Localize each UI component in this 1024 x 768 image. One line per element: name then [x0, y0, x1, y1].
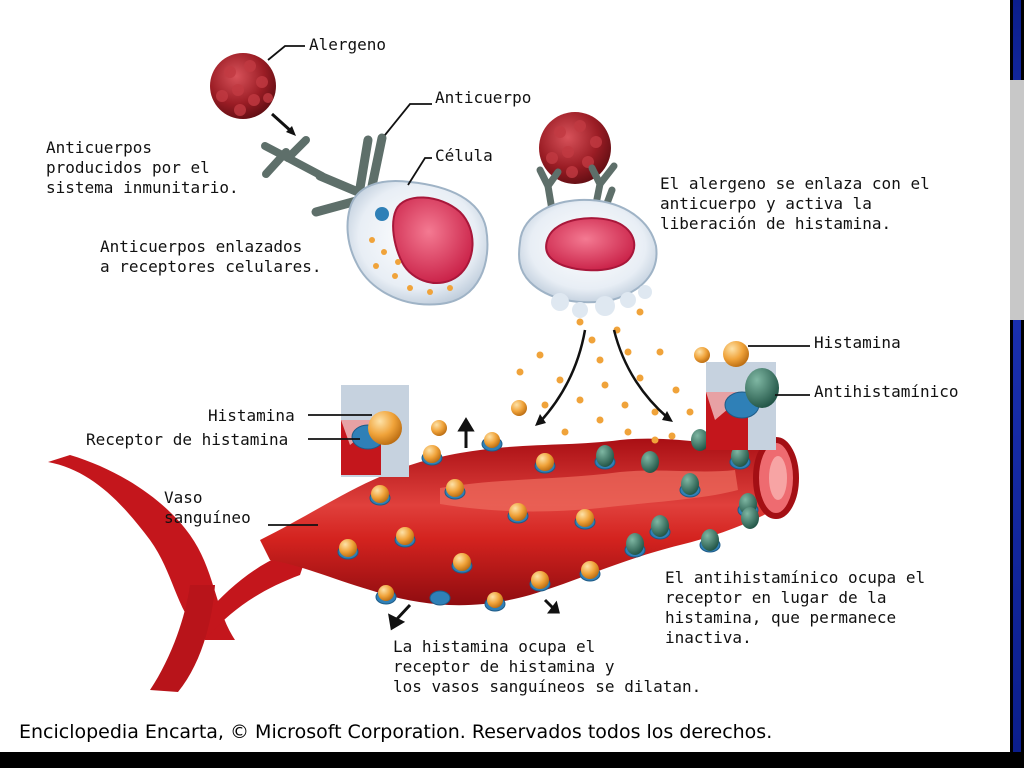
cell-left [346, 180, 489, 306]
histamine-bound [339, 432, 599, 608]
allergen-top [210, 53, 276, 119]
label-histamina-ocupa: La histamina ocupa el receptor de histam… [393, 637, 702, 696]
free-histamine-large [431, 347, 710, 436]
blood-vessel [48, 437, 799, 692]
label-alergeno-enlaza: El alergeno se enlaza con el anticuerpo … [660, 174, 930, 233]
leader-lines [267, 45, 810, 526]
cell-right [518, 198, 658, 318]
label-alergeno: Alergeno [309, 35, 387, 54]
label-anticuerpos-enlazados: Anticuerpos enlazados a receptores celul… [100, 237, 322, 276]
label-anticuerpo: Anticuerpo [435, 88, 532, 107]
label-celula: Célula [435, 146, 493, 165]
window-edge-accent [1013, 0, 1021, 752]
release-arrows [539, 329, 669, 423]
allergy-histamine-diagram [48, 45, 810, 692]
label-antihistaminico: Antihistamínico [814, 382, 959, 401]
label-histamina-right: Histamina [814, 333, 901, 352]
dilation-arrows [388, 417, 560, 631]
label-vaso-sanguineo: Vaso sanguíneo [164, 488, 251, 527]
receptor-inset-right [706, 341, 779, 450]
label-receptor-histamina: Receptor de histamina [86, 430, 289, 449]
label-histamina-left: Histamina [208, 406, 295, 425]
receptor-inset-left [341, 385, 409, 477]
diagram-canvas: Alergeno Anticuerpo Célula Anticuerpos p… [0, 0, 1010, 752]
arrow-allergen-down [270, 112, 294, 134]
antihistamine-bound [596, 429, 759, 555]
label-anticuerpos-producidos: Anticuerpos producidos por el sistema in… [46, 138, 239, 197]
antibody-free [261, 136, 326, 180]
antibodies-bound [536, 162, 618, 214]
scrollbar-thumb[interactable] [1010, 80, 1024, 320]
allergen-on-cell [539, 112, 611, 184]
label-antihistaminico-ocupa: El antihistamínico ocupa el receptor en … [665, 568, 926, 647]
copyright-caption: Enciclopedia Encarta, © Microsoft Corpor… [16, 718, 776, 746]
